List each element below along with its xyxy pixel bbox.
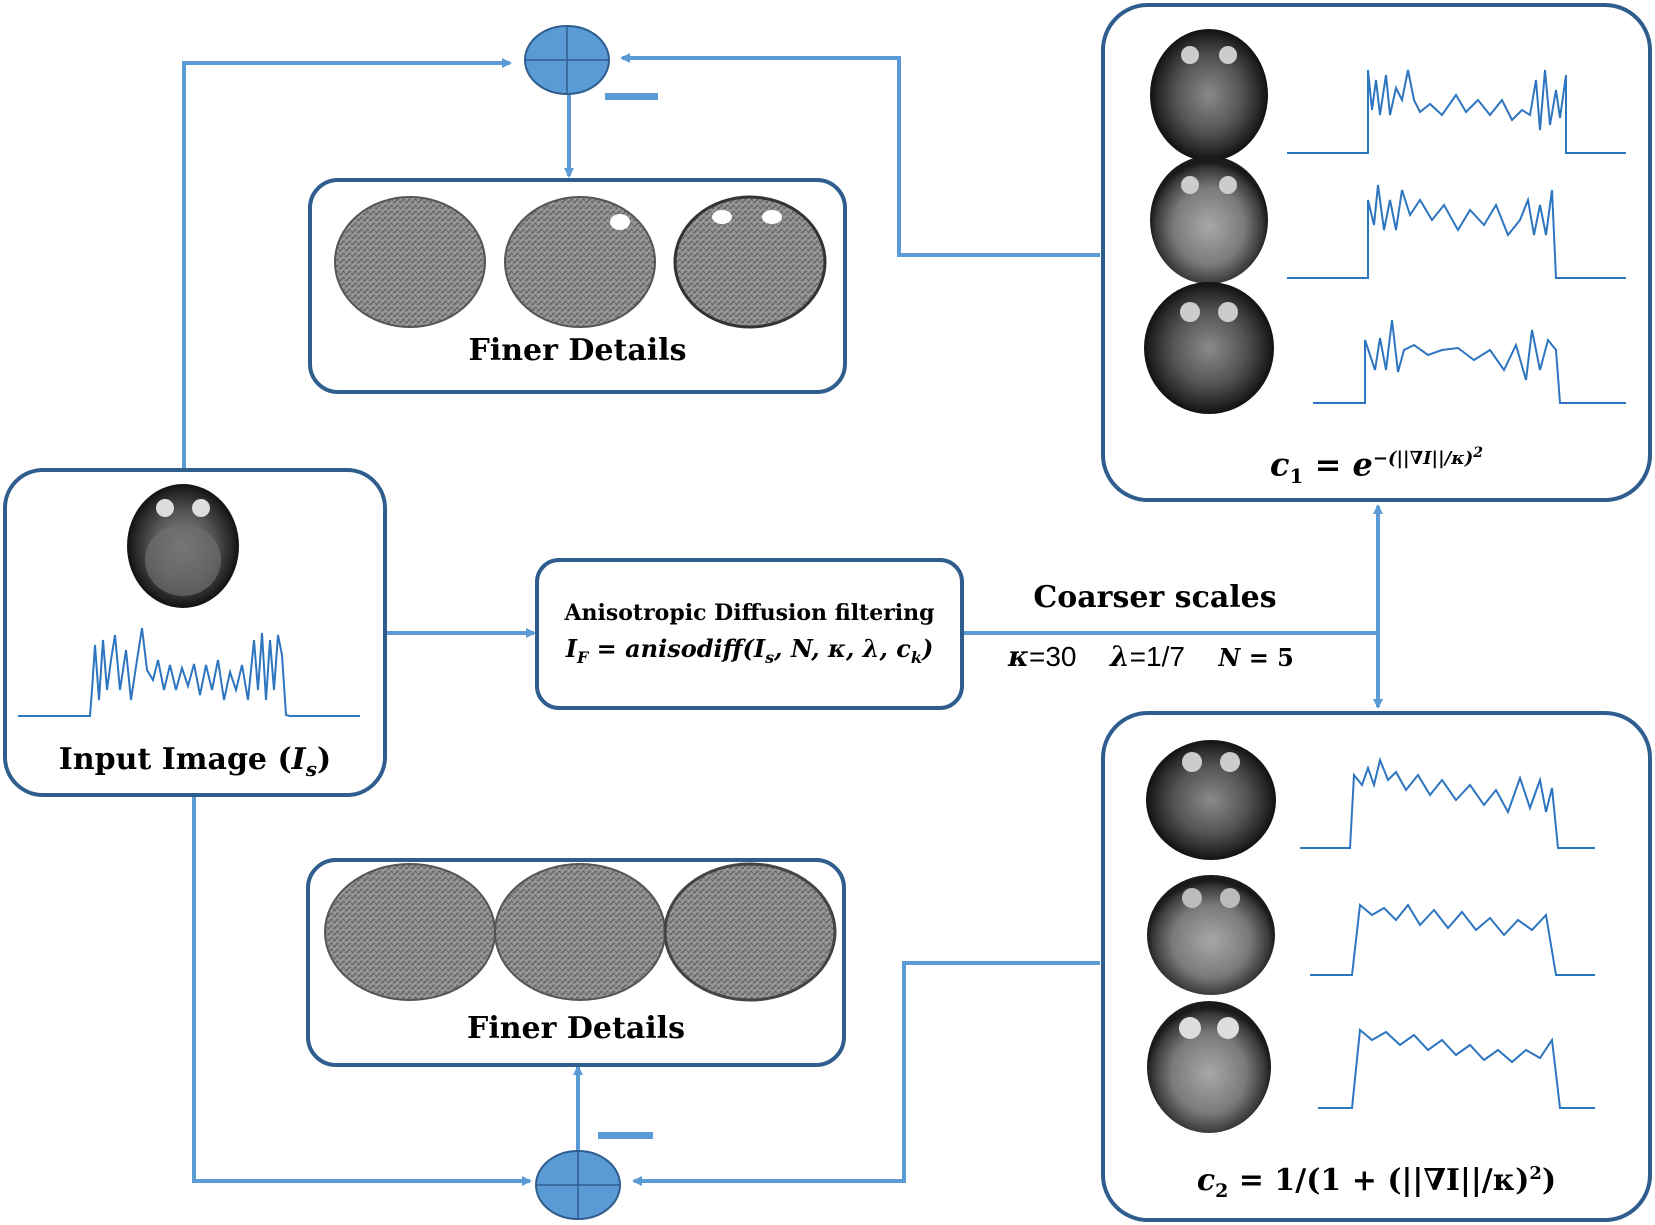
c1-brain-images <box>1144 29 1274 414</box>
input-image-label: Input Image (Is) <box>58 742 332 781</box>
finer-details-bottom-label: Finer Details <box>467 1011 685 1046</box>
filter-title: Anisotropic Diffusion filtering <box>564 600 935 626</box>
filter-equation: IF = anisodiff(Is, N, κ, λ, ck) <box>565 634 934 667</box>
c2-brain-images <box>1146 740 1276 1133</box>
finer-bottom-detail-images <box>324 862 837 1002</box>
finer-top-detail-images <box>334 195 827 329</box>
input-profile <box>18 627 360 717</box>
coarser-params: κ=30 λ=1/7 N = 5 <box>1008 640 1294 673</box>
input-brain-image <box>127 484 239 608</box>
bottom-summing-node <box>535 1150 621 1220</box>
input-box <box>3 468 387 797</box>
input-to-bottom-node-line <box>192 797 532 1186</box>
top-summing-node <box>524 25 610 95</box>
top-minus-sign <box>605 93 658 100</box>
c1-profile-3 <box>1313 319 1626 404</box>
intensity-profiles <box>18 69 1626 1109</box>
c2-to-bottom-node-line <box>632 961 1100 1186</box>
c2-profile-2 <box>1310 903 1595 976</box>
c2-formula: c2 = 1/(1 + (||∇I||/κ)2) <box>1196 1163 1557 1202</box>
connectors <box>182 53 1383 1186</box>
input-to-top-node-line <box>182 58 512 470</box>
bottom-minus-sign <box>598 1132 653 1139</box>
filter-lhs: I <box>565 634 577 663</box>
c1-profile-1 <box>1287 69 1626 154</box>
c1-to-top-node-line <box>620 53 1100 257</box>
finer-details-top-label: Finer Details <box>468 333 687 368</box>
c2-profile-3 <box>1318 1028 1595 1109</box>
c1-formula: c1 = e−(||∇I||/κ)2 <box>1270 445 1483 489</box>
coarser-scales-title: Coarser scales <box>1033 580 1277 615</box>
filter-box <box>535 558 964 710</box>
c2-profile-1 <box>1300 756 1595 849</box>
c1-profile-2 <box>1287 184 1626 279</box>
